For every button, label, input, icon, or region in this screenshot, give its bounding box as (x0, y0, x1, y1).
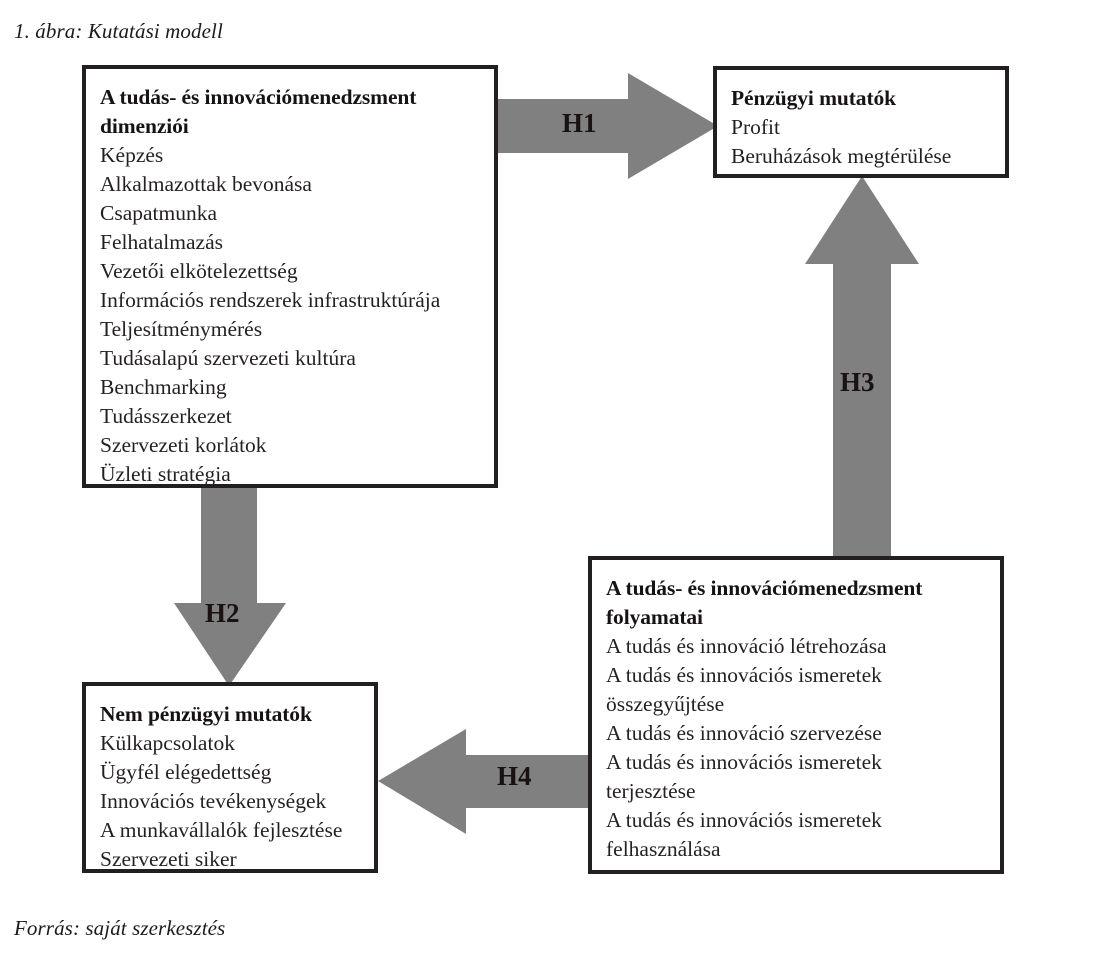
list-item: Ügyfél elégedettség (100, 760, 272, 784)
list-item: Profit (731, 115, 780, 139)
box-nonfinancial-title: Nem pénzügyi mutatók (100, 702, 312, 726)
box-non-financial-indicators: Nem pénzügyi mutatók Külkapcsolatok Ügyf… (82, 682, 378, 873)
list-item: Csapatmunka (100, 201, 218, 225)
box-processes-list: A tudás és innováció létrehozása A tudás… (606, 632, 972, 864)
list-item: Vezetői elkötelezettség (100, 259, 298, 283)
list-item: Felhatalmazás (100, 230, 223, 254)
box-financial-indicators: Pénzügyi mutatók Profit Beruházások megt… (713, 66, 1009, 178)
list-item: Tudásalapú szervezeti kultúra (100, 346, 356, 370)
arrow-h3-up (805, 176, 919, 558)
box-dimensions-content: A tudás- és innovációmenedzsment dimenzi… (86, 69, 494, 489)
box-knowledge-innovation-dimensions: A tudás- és innovációmenedzsment dimenzi… (82, 65, 498, 488)
list-item: Beruházások megtérülése (731, 144, 952, 168)
box-processes-title: A tudás- és innovációmenedzsment folyama… (606, 576, 923, 629)
list-item: Benchmarking (100, 375, 227, 399)
arrow-label-h1: H1 (562, 108, 597, 138)
figure-caption: 1. ábra: Kutatási modell (14, 19, 223, 43)
source-caption: Forrás: saját szerkesztés (14, 916, 226, 940)
list-item: A tudás és innovációs ismeretek terjeszt… (606, 750, 882, 803)
list-item: Innovációs tevékenységek (100, 789, 327, 813)
arrow-label-h2: H2 (205, 598, 240, 628)
arrow-label-h3: H3 (840, 367, 875, 397)
box-dimensions-list: Képzés Alkalmazottak bevonása Csapatmunk… (100, 141, 494, 489)
list-item: A munkavállalók fejlesztése (100, 818, 343, 842)
list-item: A tudás és innováció szervezése (606, 721, 882, 745)
list-item: Alkalmazottak bevonása (100, 172, 312, 196)
box-nonfinancial-list: Külkapcsolatok Ügyfél elégedettség Innov… (100, 729, 374, 874)
box-nonfinancial-content: Nem pénzügyi mutatók Külkapcsolatok Ügyf… (86, 686, 374, 874)
arrow-h1-right (498, 73, 718, 179)
list-item: Külkapcsolatok (100, 731, 235, 755)
list-item: Üzleti stratégia (100, 462, 231, 486)
list-item: Tudásszerkezet (100, 404, 232, 428)
box-processes-content: A tudás- és innovációmenedzsment folyama… (592, 560, 1000, 864)
box-financial-content: Pénzügyi mutatók Profit Beruházások megt… (717, 70, 1005, 171)
list-item: Szervezeti siker (100, 847, 237, 871)
box-dimensions-title: A tudás- és innovációmenedzsment dimenzi… (100, 85, 417, 138)
list-item: A tudás és innováció létrehozása (606, 634, 887, 658)
arrow-label-h4: H4 (497, 761, 532, 791)
list-item: Teljesítménymérés (100, 317, 263, 341)
box-financial-title: Pénzügyi mutatók (731, 86, 897, 110)
list-item: A tudás és innovációs ismeretek összegyű… (606, 663, 882, 716)
list-item: Szervezeti korlátok (100, 433, 267, 457)
list-item: Képzés (100, 143, 164, 167)
arrow-h4-left (378, 729, 592, 834)
list-item: Információs rendszerek infrastruktúrája (100, 288, 441, 312)
list-item: A tudás és innovációs ismeretek felhaszn… (606, 808, 882, 861)
box-knowledge-innovation-processes: A tudás- és innovációmenedzsment folyama… (588, 556, 1004, 874)
box-financial-list: Profit Beruházások megtérülése (731, 113, 1005, 171)
arrow-h2-down (174, 486, 286, 686)
